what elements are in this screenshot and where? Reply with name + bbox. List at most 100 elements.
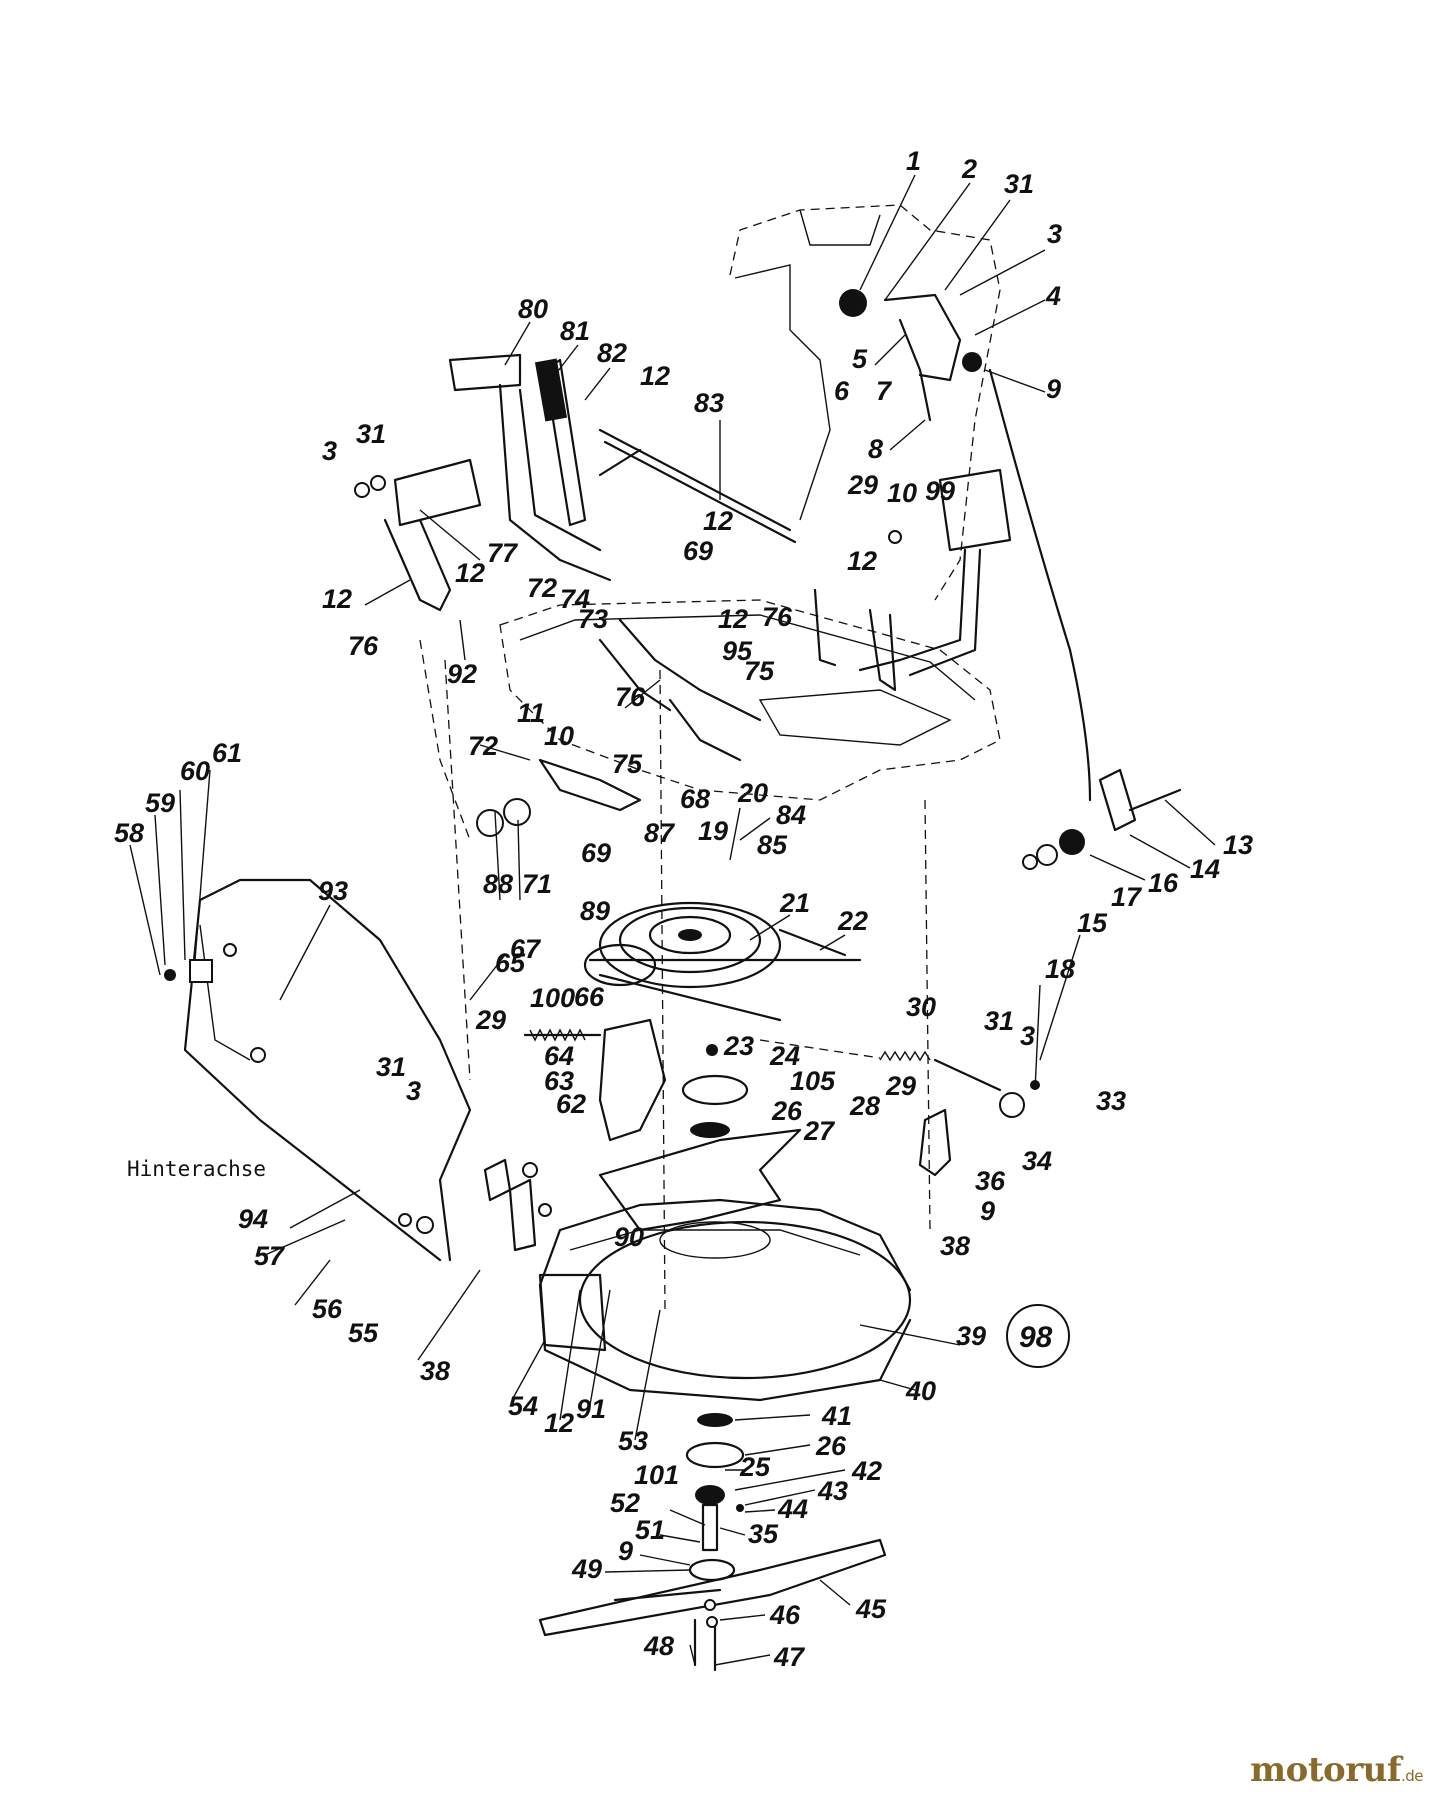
part-label: 92 <box>447 659 477 689</box>
part-label: 36 <box>975 1166 1006 1196</box>
part-label: 73 <box>578 604 608 634</box>
part-label: 26 <box>771 1096 803 1126</box>
part-label: 18 <box>1045 954 1075 984</box>
part-label: 53 <box>618 1426 648 1456</box>
part-label: 105 <box>790 1066 836 1096</box>
part-label: 81 <box>560 316 590 346</box>
drawing-artwork <box>164 204 1182 1672</box>
part-label: 62 <box>556 1089 586 1119</box>
part-label: 5 <box>852 344 868 374</box>
part-label: 33 <box>1096 1086 1126 1116</box>
part-label: 3 <box>1020 1021 1035 1051</box>
part-label: 87 <box>644 818 676 848</box>
part-label: 12 <box>703 506 733 536</box>
part-label: 55 <box>348 1318 379 1348</box>
part-label: 3 <box>1047 219 1062 249</box>
part-label: 31 <box>376 1052 406 1082</box>
part-label: 22 <box>837 906 868 936</box>
part-label: 41 <box>821 1401 852 1431</box>
part-label: 26 <box>815 1431 847 1461</box>
part-label: 49 <box>571 1554 602 1584</box>
part-label: 60 <box>180 756 210 786</box>
part-label: 67 <box>510 934 542 964</box>
part-label: 27 <box>803 1116 836 1146</box>
part-label: 99 <box>925 476 955 506</box>
circled-label: 98 <box>1019 1321 1053 1354</box>
part-label: 72 <box>527 573 557 603</box>
part-label: 42 <box>851 1456 882 1486</box>
part-label: 47 <box>773 1642 806 1672</box>
part-label: 82 <box>597 338 627 368</box>
watermark-logo: motoruf.de <box>1250 1750 1423 1790</box>
part-label: 29 <box>885 1071 916 1101</box>
part-label: 95 <box>722 636 753 666</box>
part-label: 94 <box>238 1204 268 1234</box>
part-label: 46 <box>769 1600 801 1630</box>
part-label: 100 <box>530 983 575 1013</box>
part-label: 10 <box>544 721 574 751</box>
part-label: 35 <box>748 1519 779 1549</box>
part-label: 54 <box>508 1391 538 1421</box>
part-label: 68 <box>680 784 710 814</box>
part-label: 12 <box>640 361 670 391</box>
part-label: 39 <box>956 1321 986 1351</box>
part-label: 4 <box>1045 281 1061 311</box>
part-label: 19 <box>698 816 728 846</box>
part-label: 12 <box>455 558 485 588</box>
part-label: 64 <box>544 1041 574 1071</box>
part-label: 9 <box>1046 374 1061 404</box>
part-label: 66 <box>574 982 605 1012</box>
part-label: 101 <box>634 1460 679 1490</box>
part-label: 13 <box>1223 830 1253 860</box>
part-label: 65 <box>495 948 526 978</box>
part-label: 30 <box>906 992 936 1022</box>
part-label: 11 <box>517 698 545 728</box>
part-label: 77 <box>487 538 519 568</box>
part-label: 76 <box>762 602 793 632</box>
part-label: 23 <box>723 1031 754 1061</box>
part-label: 3 <box>322 436 337 466</box>
watermark-brand: motoruf <box>1250 1750 1401 1790</box>
part-label: 76 <box>615 682 646 712</box>
part-label: 85 <box>757 830 788 860</box>
part-label: 12 <box>718 604 748 634</box>
part-label: 84 <box>776 800 806 830</box>
part-label: 21 <box>779 888 810 918</box>
part-label: 10 <box>887 478 917 508</box>
part-label: 83 <box>694 388 724 418</box>
part-label: 34 <box>1022 1146 1052 1176</box>
part-label: 89 <box>580 896 610 926</box>
part-label: 44 <box>777 1494 808 1524</box>
part-label: 75 <box>612 749 643 779</box>
part-label: 75 <box>744 656 775 686</box>
part-label: 43 <box>817 1476 848 1506</box>
part-label: 6 <box>834 376 850 406</box>
part-label: 12 <box>322 584 352 614</box>
part-label: 69 <box>581 838 611 868</box>
part-label: 38 <box>420 1356 450 1386</box>
part-label: 24 <box>769 1041 800 1071</box>
part-label: 3 <box>406 1076 421 1106</box>
part-label: 12 <box>847 546 877 576</box>
part-label: 48 <box>643 1631 674 1661</box>
circled-label-ring <box>1006 1304 1070 1368</box>
part-label: 31 <box>1004 169 1034 199</box>
part-label: 9 <box>980 1196 995 1226</box>
part-label: 93 <box>318 876 348 906</box>
part-label: 63 <box>544 1066 574 1096</box>
part-label: 25 <box>739 1452 771 1482</box>
part-label: 16 <box>1148 868 1179 898</box>
part-label: 15 <box>1077 908 1108 938</box>
part-label: 69 <box>683 536 713 566</box>
part-label: 80 <box>518 294 548 324</box>
part-label: 58 <box>114 818 144 848</box>
part-label: 14 <box>1190 854 1220 884</box>
part-label: 7 <box>876 376 893 406</box>
part-label: 76 <box>348 631 379 661</box>
leader-lines <box>129 174 1216 1666</box>
part-label: 29 <box>847 470 878 500</box>
part-label: 56 <box>312 1294 343 1324</box>
part-label: 38 <box>940 1231 970 1261</box>
part-label: 59 <box>145 788 175 818</box>
